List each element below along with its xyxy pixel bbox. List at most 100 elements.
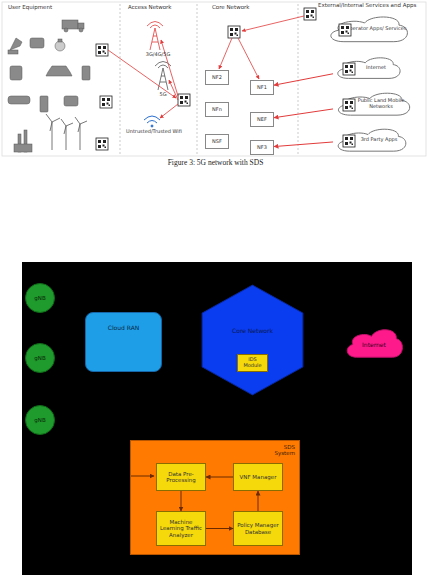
flow-arrow xyxy=(274,109,333,118)
qr-icon xyxy=(343,63,355,75)
access-label: Untrusted/Trusted Wifi xyxy=(122,129,186,135)
node-text: Cloud RAN xyxy=(108,325,140,332)
text-area: gNB xyxy=(26,406,54,434)
arrow-line xyxy=(242,16,304,31)
qr-icon xyxy=(339,24,351,36)
node-text: NEF xyxy=(257,117,267,123)
gnb-circle: gNB xyxy=(25,405,55,435)
hexagon-outline xyxy=(200,284,305,396)
cloud-ran-box: Cloud RAN xyxy=(85,312,162,372)
column-heading: Core Network xyxy=(212,4,292,10)
sds-module-box: Data Pre-Processing xyxy=(156,463,206,491)
signal-arrows xyxy=(108,16,304,118)
core-network-hexagon: Core NetworkIDS Module xyxy=(200,284,305,396)
qr-icon xyxy=(96,138,108,150)
qr-icon xyxy=(304,8,316,20)
function-box: NF1 xyxy=(250,80,274,95)
turbine-mast xyxy=(80,124,81,150)
text-area: Cloud RAN xyxy=(86,313,161,371)
node-text: Data Pre-Processing xyxy=(158,471,204,484)
qr-icon xyxy=(343,135,355,147)
text-area: Operator Apps/ Services xyxy=(325,10,411,46)
service-cloud: Public Land Mobile Networks xyxy=(333,87,413,119)
watch-symbol xyxy=(55,41,65,51)
arrow-line xyxy=(108,50,176,98)
node-text: NF3 xyxy=(257,145,267,151)
text-area: gNB xyxy=(26,284,54,312)
qr-icon xyxy=(96,44,108,56)
gnb-circle: gNB xyxy=(25,343,55,373)
column-heading: External/Internal Services and Apps xyxy=(318,2,424,8)
shape-path xyxy=(331,17,408,42)
text-area: NEF xyxy=(251,113,273,126)
node-text: NF1 xyxy=(257,85,267,91)
node-text: SDS System xyxy=(271,444,295,457)
shape-path xyxy=(202,285,303,395)
radio-waves xyxy=(147,22,163,29)
flow-arrow xyxy=(274,142,333,147)
factory-symbol xyxy=(14,144,32,152)
node-text: Policy Manager Database xyxy=(235,522,281,535)
text-area: gNB xyxy=(26,344,54,372)
service-cloud: 3rd Party Apps xyxy=(333,123,409,155)
arrow-line xyxy=(161,40,178,96)
sds-module-box: IDS Module xyxy=(237,354,268,372)
wifi-arc xyxy=(147,121,157,124)
function-box: NEF xyxy=(250,112,274,127)
wifi-arc xyxy=(144,116,160,120)
column-heading: User Equipment xyxy=(8,4,108,10)
arrow-line xyxy=(160,104,178,118)
function-box: NF2 xyxy=(205,70,229,85)
text-area: Public Land Mobile Networks xyxy=(333,87,413,119)
node-text: gNB xyxy=(34,295,45,301)
node-text: Machine Learning Traffic Analyzer xyxy=(158,519,204,538)
node-text: NF2 xyxy=(212,75,222,81)
flow-arrow xyxy=(258,491,259,511)
function-box: NSF xyxy=(205,134,229,149)
device-symbol xyxy=(8,96,30,104)
column-divider xyxy=(298,4,299,154)
radio-waves xyxy=(155,62,171,69)
access-label: 3G/4G/5G xyxy=(136,52,180,58)
text-area: 3rd Party Apps xyxy=(333,123,409,155)
arrow-line xyxy=(169,80,178,100)
service-cloud: Operator Apps/ Services xyxy=(325,10,411,46)
robot-base xyxy=(8,50,18,54)
function-box: NF3 xyxy=(250,140,274,155)
turbine-blades xyxy=(46,114,60,131)
flow-arrow xyxy=(206,528,233,529)
shape-path xyxy=(338,93,409,115)
sds-module-box: VNF Manager xyxy=(233,463,283,491)
node-text: NFn xyxy=(212,107,222,113)
car-symbol xyxy=(46,66,72,76)
text-area: Policy Manager Database xyxy=(234,512,282,545)
turbine-mast xyxy=(66,126,67,150)
node-text: gNB xyxy=(34,355,45,361)
node-text: IDS Module xyxy=(239,357,266,369)
internet-cloud: Internet xyxy=(343,322,405,362)
node-text: Operator Apps/ Services xyxy=(346,26,407,32)
column-divider xyxy=(120,4,121,154)
node-text: Internet xyxy=(366,65,386,71)
service-cloud: Internet xyxy=(333,52,403,82)
tower-lattice xyxy=(150,28,160,50)
turbine-blades xyxy=(61,119,73,134)
column-divider xyxy=(197,4,198,154)
node-text: VNF Manager xyxy=(240,474,277,480)
gnb-circle: gNB xyxy=(25,283,55,313)
text-area: NSF xyxy=(206,135,228,148)
qr-icon xyxy=(228,26,240,38)
function-box: NFn xyxy=(205,102,229,117)
text-area: VNF Manager xyxy=(234,464,282,490)
tower-symbol xyxy=(147,22,163,51)
qr-icon xyxy=(100,96,112,108)
access-label: 5G xyxy=(150,92,176,98)
input-arrow xyxy=(131,476,154,477)
shape-path xyxy=(347,330,402,357)
phone-symbol xyxy=(30,38,44,48)
text-area: Internet xyxy=(343,322,405,362)
turbine-mast xyxy=(52,122,53,150)
text-area: Internet xyxy=(333,52,403,82)
wheel xyxy=(64,28,68,32)
